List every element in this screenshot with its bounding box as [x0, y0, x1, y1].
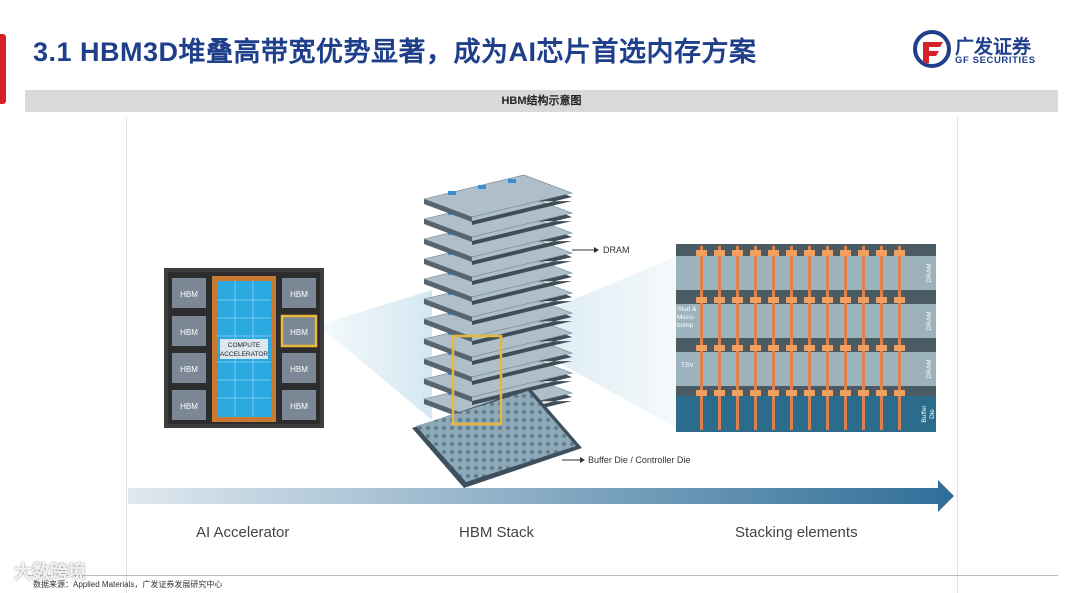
- company-logo: 广发证券 GF SECURITIES: [913, 30, 1053, 70]
- stage-label-stacking-elements: Stacking elements: [735, 524, 858, 541]
- svg-text:HBM: HBM: [290, 328, 308, 337]
- dram-side-label-1: DRAM: [926, 263, 933, 282]
- figure-caption: HBM结构示意图: [501, 95, 582, 107]
- stud-label-line1: Stud &: [677, 306, 697, 313]
- stud-label-line2: Micro-: [677, 314, 695, 321]
- svg-text:HBM: HBM: [290, 365, 308, 374]
- dram-callout-label: DRAM: [603, 245, 630, 255]
- hbm-block: HBM: [172, 316, 206, 346]
- section-tab: [0, 34, 6, 104]
- hbm-block: HBM: [172, 390, 206, 420]
- tsv-column: [786, 246, 797, 430]
- gf-logo-icon: [913, 30, 951, 68]
- hbm-block: HBM: [172, 353, 206, 383]
- stage-label-ai-accelerator: AI Accelerator: [196, 524, 290, 541]
- zoom-beam-left: [318, 290, 432, 420]
- stack-highlight-box: [451, 334, 503, 426]
- tsv-column: [696, 246, 707, 430]
- buffer-side-label-2: Die: [929, 409, 936, 419]
- tsv-column: [750, 246, 761, 430]
- watermark: 大数跨境: [14, 562, 86, 582]
- tsv-column: [858, 246, 869, 430]
- footer-divider: [25, 575, 1058, 576]
- svg-text:HBM: HBM: [180, 328, 198, 337]
- logo-cn-text: 广发证券: [955, 37, 1032, 58]
- tsv-label: TSV: [681, 362, 694, 369]
- page-title: 3.1 HBM3D堆叠高带宽优势显著，成为AI芯片首选内存方案: [33, 37, 757, 67]
- hbm-block-highlighted: HBM: [280, 314, 318, 348]
- source-note: 数据来源：Applied Materials，广发证券发展研究中心: [33, 580, 223, 589]
- hbm-block: HBM: [282, 353, 316, 383]
- tsv-column: [714, 246, 725, 430]
- buffer-callout-arrow: [580, 457, 585, 463]
- tsv-column: [876, 246, 887, 430]
- logo-en-text: GF SECURITIES: [955, 55, 1036, 66]
- zoom-beam-right: [500, 255, 680, 430]
- svg-text:HBM: HBM: [180, 290, 198, 299]
- svg-text:HBM: HBM: [290, 402, 308, 411]
- buffer-die: [412, 388, 582, 488]
- tsv-column: [732, 246, 743, 430]
- buffer-side-label-1: Buffer: [921, 405, 928, 423]
- hbm-block: HBM: [172, 278, 206, 308]
- dram-side-label-3: DRAM: [926, 359, 933, 378]
- hbm-block: HBM: [282, 390, 316, 420]
- tsv-column: [822, 246, 833, 430]
- tsv-column: [804, 246, 815, 430]
- compute-label-line1: COMPUTE: [228, 342, 261, 349]
- tsv-column: [894, 246, 905, 430]
- tsv-column: [768, 246, 779, 430]
- svg-text:HBM: HBM: [180, 402, 198, 411]
- stacking-cross-section: [676, 244, 936, 432]
- svg-text:HBM: HBM: [180, 365, 198, 374]
- dram-layer: [422, 174, 574, 225]
- compute-label-line2: ACCELERATOR: [220, 351, 268, 358]
- dram-callout-arrow: [594, 247, 599, 253]
- hbm-block: HBM: [282, 278, 316, 308]
- buffer-callout-label: Buffer Die / Controller Die: [588, 455, 690, 465]
- stage-label-hbm-stack: HBM Stack: [459, 524, 535, 541]
- tsv-column: [840, 246, 851, 430]
- stud-label-line3: bump: [677, 322, 694, 329]
- figure-caption-bar: HBM结构示意图: [25, 90, 1058, 112]
- svg-text:HBM: HBM: [290, 290, 308, 299]
- dram-layer-stack: [422, 174, 574, 425]
- progression-arrow: [128, 480, 954, 512]
- figure-panel: [126, 117, 958, 593]
- dram-side-label-2: DRAM: [926, 311, 933, 330]
